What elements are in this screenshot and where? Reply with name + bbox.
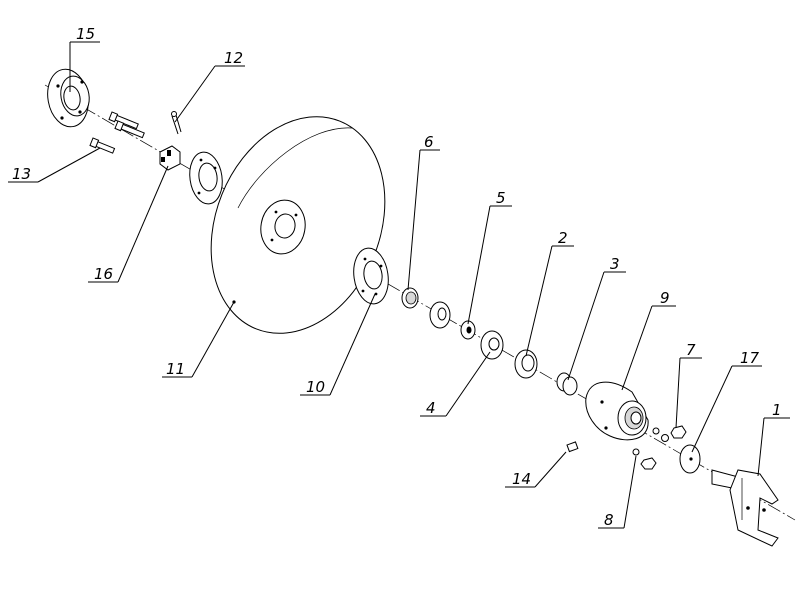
part-17-washer	[679, 444, 701, 474]
callout-5: 5	[496, 189, 506, 207]
part-10-gasket	[353, 247, 389, 305]
part-2-ring	[514, 349, 538, 379]
part-16-castle-nut	[159, 145, 181, 171]
callout-15: 15	[76, 25, 95, 43]
callout-2: 2	[558, 229, 568, 247]
callout-10: 10	[306, 378, 325, 396]
part-12-cotter-pin	[171, 111, 182, 135]
part-3-bushing	[556, 372, 578, 396]
callout-7: 7	[686, 341, 696, 359]
part-bolts	[89, 111, 145, 154]
callout-13: 13	[12, 165, 31, 183]
part-6-seal	[401, 287, 419, 309]
part-11-disc	[210, 116, 386, 334]
callout-labels: 15 12 13 16 11 10 6 5 4 2 3 9 7 17 1 14 …	[12, 25, 782, 529]
part-4-bearing	[480, 330, 504, 360]
part-9-hub	[585, 381, 649, 441]
callout-1: 1	[772, 401, 782, 419]
callout-4: 4	[426, 399, 436, 417]
part-gasket-left	[189, 151, 223, 205]
part-15-flange	[47, 68, 90, 128]
part-washers-nuts	[566, 425, 687, 470]
callout-11: 11	[166, 360, 185, 378]
callout-3: 3	[610, 255, 620, 273]
leader-lines	[8, 41, 790, 529]
callout-12: 12	[224, 49, 243, 67]
callout-17: 17	[740, 349, 760, 367]
callout-9: 9	[660, 289, 670, 307]
callout-14: 14	[512, 470, 531, 488]
part-1-bracket	[711, 469, 779, 547]
part-5-ring	[460, 320, 476, 340]
callout-8: 8	[604, 511, 614, 529]
callout-6: 6	[424, 133, 434, 151]
part-bearing-a	[429, 301, 451, 329]
callout-16: 16	[94, 265, 113, 283]
